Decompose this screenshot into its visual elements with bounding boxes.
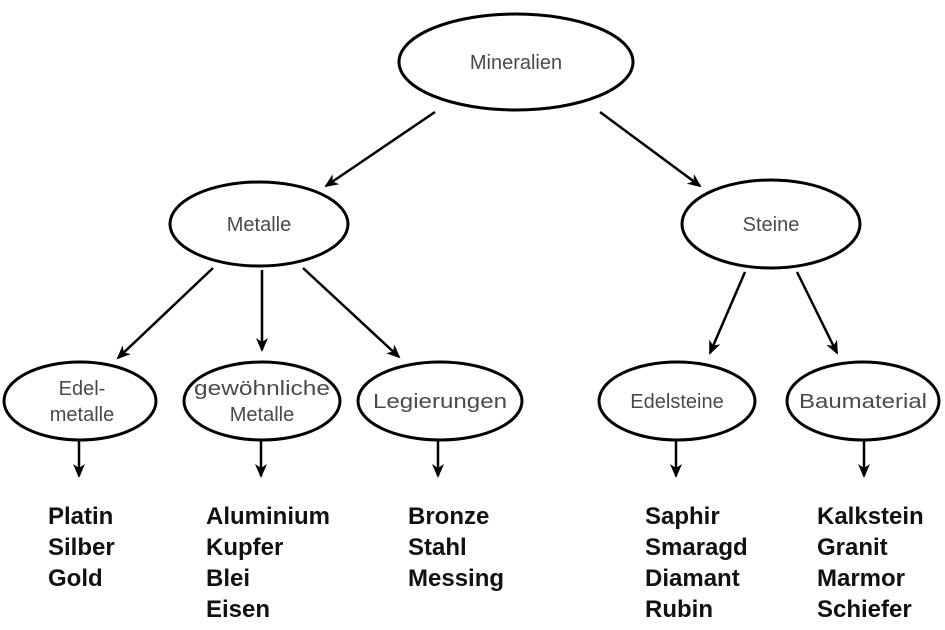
node-steine-ellipse (680, 178, 862, 270)
edge-metalle-legierungen (302, 267, 401, 359)
edges (73, 110, 870, 478)
node-edelsteine-ellipse (597, 360, 757, 442)
list-edelsteine: Saphir Smaragd Diamant Rubin (645, 503, 748, 623)
edge-steine-edelsteine (708, 271, 747, 355)
list-item: Stahl (408, 534, 467, 561)
list-item: Blei (206, 565, 250, 592)
node-steine: Steine (680, 178, 862, 270)
node-edelmetalle-label-line1: Edel- (59, 378, 106, 400)
node-edelmetalle: Edel- metalle (2, 360, 158, 442)
list-item: Marmor (817, 565, 905, 592)
node-baumaterial-label: Baumaterial (799, 391, 927, 413)
list-item: Silber (48, 534, 115, 561)
edge-root-metalle (324, 110, 436, 188)
node-legierungen-ellipse (356, 360, 524, 442)
list-item: Platin (48, 503, 113, 530)
list-edelmetalle: Platin Silber Gold (48, 503, 115, 592)
list-baumaterial: Kalkstein Granit Marmor Schiefer (817, 503, 924, 623)
node-gewoehnliche: gewöhnliche Metalle (182, 360, 342, 442)
list-item: Kalkstein (817, 503, 924, 530)
list-item: Granit (817, 534, 888, 561)
node-steine-label: Steine (743, 214, 800, 236)
node-gewoehnliche-ellipse (182, 360, 342, 442)
list-item: Gold (48, 565, 103, 592)
node-root-ellipse (397, 12, 635, 112)
list-item: Smaragd (645, 534, 748, 561)
node-edelmetalle-label-line2: metalle (50, 404, 114, 426)
edge-steine-baumaterial (795, 271, 839, 355)
node-legierungen: Legierungen (356, 360, 524, 442)
list-item: Schiefer (817, 596, 912, 623)
node-edelsteine-label: Edelsteine (630, 391, 723, 413)
list-item: Saphir (645, 503, 720, 530)
list-item: Aluminium (206, 503, 330, 530)
node-edelmetalle-ellipse (2, 360, 158, 442)
list-gewoehnliche: Aluminium Kupfer Blei Eisen (206, 503, 330, 623)
node-edelsteine: Edelsteine (597, 360, 757, 442)
node-legierungen-label: Legierungen (373, 391, 507, 413)
list-item: Bronze (408, 503, 489, 530)
list-item: Messing (408, 565, 504, 592)
list-item: Rubin (645, 596, 713, 623)
node-gewoehnliche-label-line2: Metalle (230, 404, 294, 426)
node-gewoehnliche-label-line1: gewöhnliche (194, 378, 330, 400)
node-baumaterial: Baumaterial (785, 360, 941, 442)
node-metalle-label: Metalle (227, 214, 291, 236)
list-item: Kupfer (206, 534, 283, 561)
node-baumaterial-ellipse (785, 360, 941, 442)
node-root-label: Mineralien (470, 52, 562, 74)
list-item: Diamant (645, 565, 740, 592)
node-root: Mineralien (397, 12, 635, 112)
edge-metalle-edelmetalle (116, 267, 214, 360)
edge-root-steine (599, 110, 702, 188)
node-metalle-ellipse (168, 180, 350, 268)
list-legierungen: Bronze Stahl Messing (408, 503, 504, 592)
list-item: Eisen (206, 596, 270, 623)
node-metalle: Metalle (168, 180, 350, 268)
